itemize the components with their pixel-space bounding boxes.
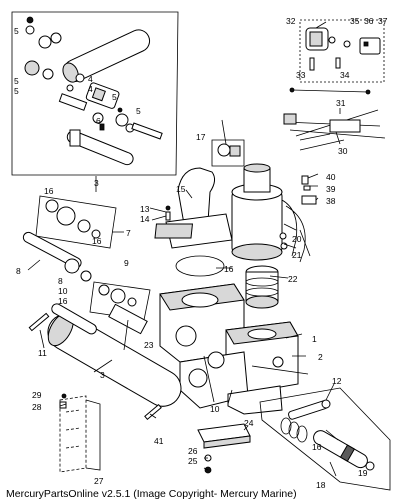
callout-5: 5 [14, 76, 19, 86]
callout-37: 37 [378, 16, 388, 26]
callout-1: 1 [312, 334, 317, 344]
pump-motor [231, 163, 311, 263]
callout-29: 29 [32, 390, 42, 400]
callout-5: 5 [112, 92, 117, 102]
callout-9: 9 [124, 258, 129, 268]
callout-16: 16 [312, 442, 322, 452]
callout-33: 33 [296, 70, 306, 80]
callout-39: 39 [326, 184, 336, 194]
image-caption: MercuryPartsOnline v2.5.1 (Image Copyrig… [6, 488, 297, 500]
callout-30: 30 [338, 146, 348, 156]
callout-21: 21 [292, 250, 302, 260]
spacer-24 [197, 423, 251, 449]
callout-32: 32 [286, 16, 296, 26]
pump-manifold [159, 283, 299, 415]
pins [28, 312, 162, 421]
fastener-group-38-40 [301, 175, 317, 205]
callout-labels: 1 2 3 3 4 4 5 5 5 5 5 6 7 8 8 9 10 10 11… [14, 16, 388, 490]
callout-3: 3 [94, 178, 99, 188]
callout-25: 25 [188, 456, 198, 466]
callout-26: 26 [188, 446, 198, 456]
callout-31: 31 [336, 98, 346, 108]
callout-22: 22 [288, 274, 298, 284]
callout-10: 10 [210, 404, 220, 414]
callout-17: 17 [196, 132, 206, 142]
callout-3: 3 [100, 370, 105, 380]
callout-2: 2 [318, 352, 323, 362]
callout-4: 4 [88, 84, 93, 94]
tilt-cylinder [47, 303, 182, 407]
leader-lines [27, 21, 341, 477]
callout-18: 18 [316, 480, 326, 490]
callout-16: 16 [92, 236, 102, 246]
manual-release-kit [259, 387, 391, 491]
callout-8: 8 [16, 266, 21, 276]
callout-14: 14 [140, 214, 150, 224]
solenoid-harness-group [283, 19, 386, 151]
callout-5: 5 [136, 106, 141, 116]
callout-35: 35 [350, 16, 360, 26]
callout-40: 40 [326, 172, 336, 182]
callout-5: 5 [14, 86, 19, 96]
callout-10: 10 [58, 286, 68, 296]
callout-34: 34 [340, 70, 350, 80]
callout-5: 5 [14, 26, 19, 36]
callout-27: 27 [94, 476, 104, 486]
callout-11: 11 [38, 348, 47, 358]
callout-8: 8 [58, 276, 63, 286]
valve-kit-7 [35, 195, 117, 249]
callout-41: 41 [154, 436, 164, 446]
callout-7: 7 [126, 228, 131, 238]
callout-38: 38 [326, 196, 336, 206]
callout-23: 23 [144, 340, 154, 350]
callout-19: 19 [358, 468, 368, 478]
callout-13: 13 [140, 204, 150, 214]
valve-kit-17 [211, 139, 245, 167]
callout-28: 28 [32, 402, 42, 412]
reservoir [154, 167, 233, 249]
callout-6: 6 [96, 116, 101, 126]
callout-16: 16 [224, 264, 234, 274]
callout-36: 36 [364, 16, 374, 26]
callout-12: 12 [332, 376, 342, 386]
callout-4: 4 [88, 74, 93, 84]
callout-15: 15 [176, 184, 186, 194]
cylinder-kit-box [11, 11, 179, 176]
callout-16: 16 [44, 186, 54, 196]
callout-20: 20 [292, 234, 302, 244]
seal-rings [175, 255, 279, 309]
mount-bracket [59, 395, 101, 473]
shaft-8 [22, 231, 92, 282]
callout-16: 16 [58, 296, 68, 306]
callout-24: 24 [244, 418, 254, 428]
